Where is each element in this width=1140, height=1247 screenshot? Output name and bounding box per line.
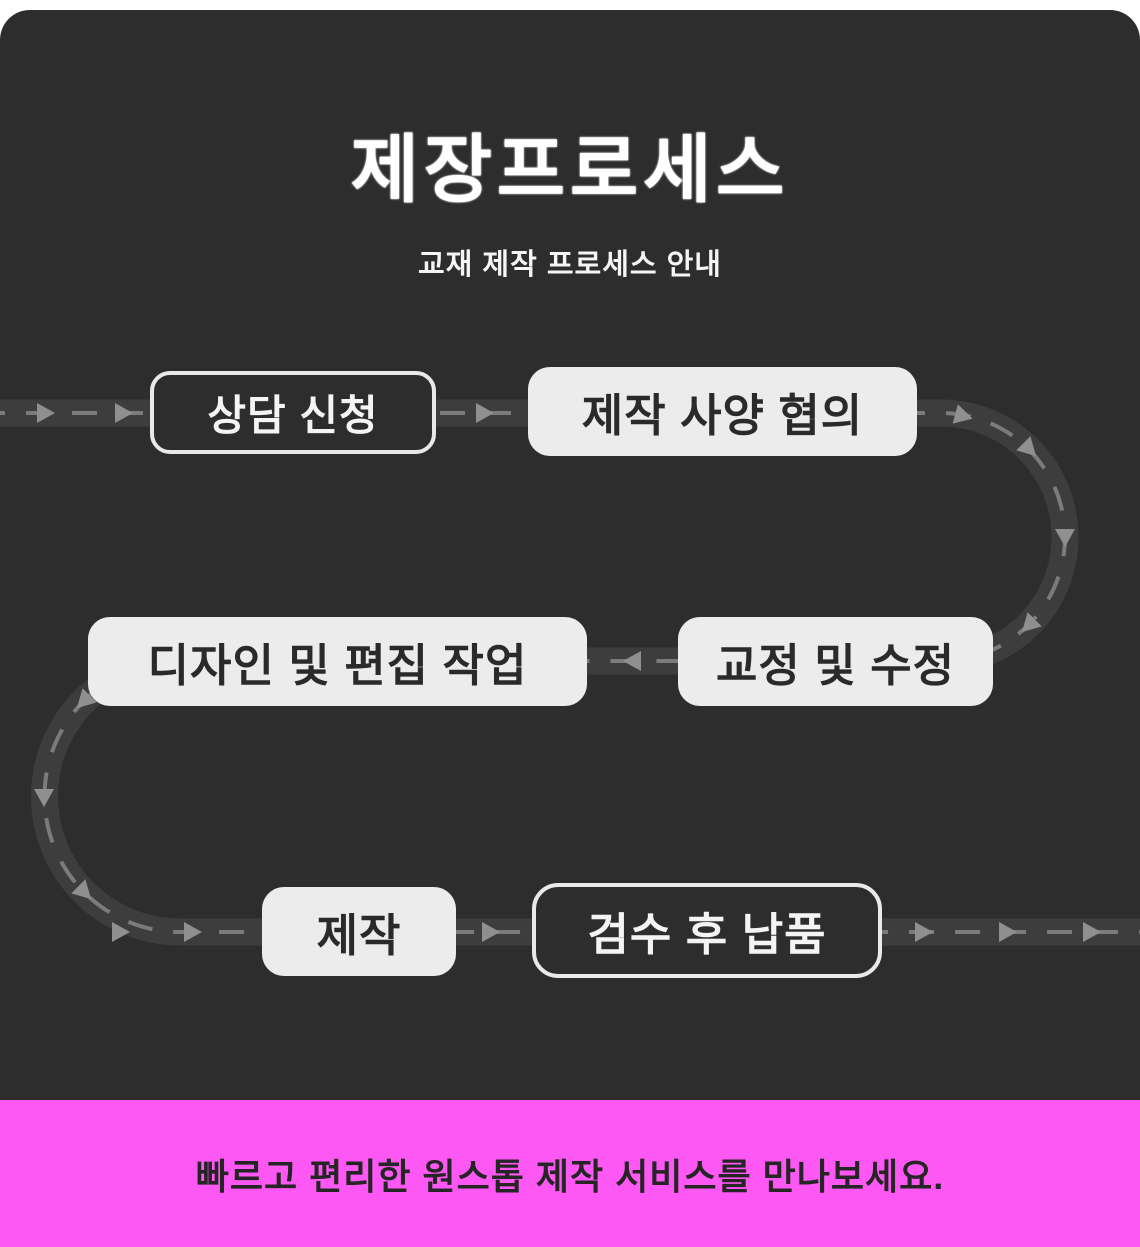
footer-banner: 빠르고 편리한 원스톱 제작 서비스를 만나보세요. [0, 1100, 1140, 1247]
step-production: 제작 [262, 887, 456, 976]
step-label: 디자인 및 편집 작업 [147, 640, 528, 691]
step-label: 상담 신청 [207, 392, 379, 439]
step-label: 검수 후 납품 [587, 909, 827, 960]
step-label: 제작 사양 협의 [581, 390, 864, 441]
step-inspection-delivery: 검수 후 납품 [532, 883, 882, 978]
step-consultation-request: 상담 신청 [150, 371, 436, 454]
step-label: 교정 및 수정 [715, 640, 955, 691]
page-subtitle: 교재 제작 프로세스 안내 [418, 249, 722, 281]
step-design-editing: 디자인 및 편집 작업 [88, 617, 587, 706]
step-label: 제작 [316, 910, 402, 961]
step-spec-discussion: 제작 사양 협의 [528, 367, 917, 456]
page-title: 제장프로세스 [350, 128, 790, 211]
footer-text: 빠르고 편리한 원스톱 제작 서비스를 만나보세요. [195, 1155, 945, 1197]
step-proofreading-revision: 교정 및 수정 [678, 617, 993, 706]
